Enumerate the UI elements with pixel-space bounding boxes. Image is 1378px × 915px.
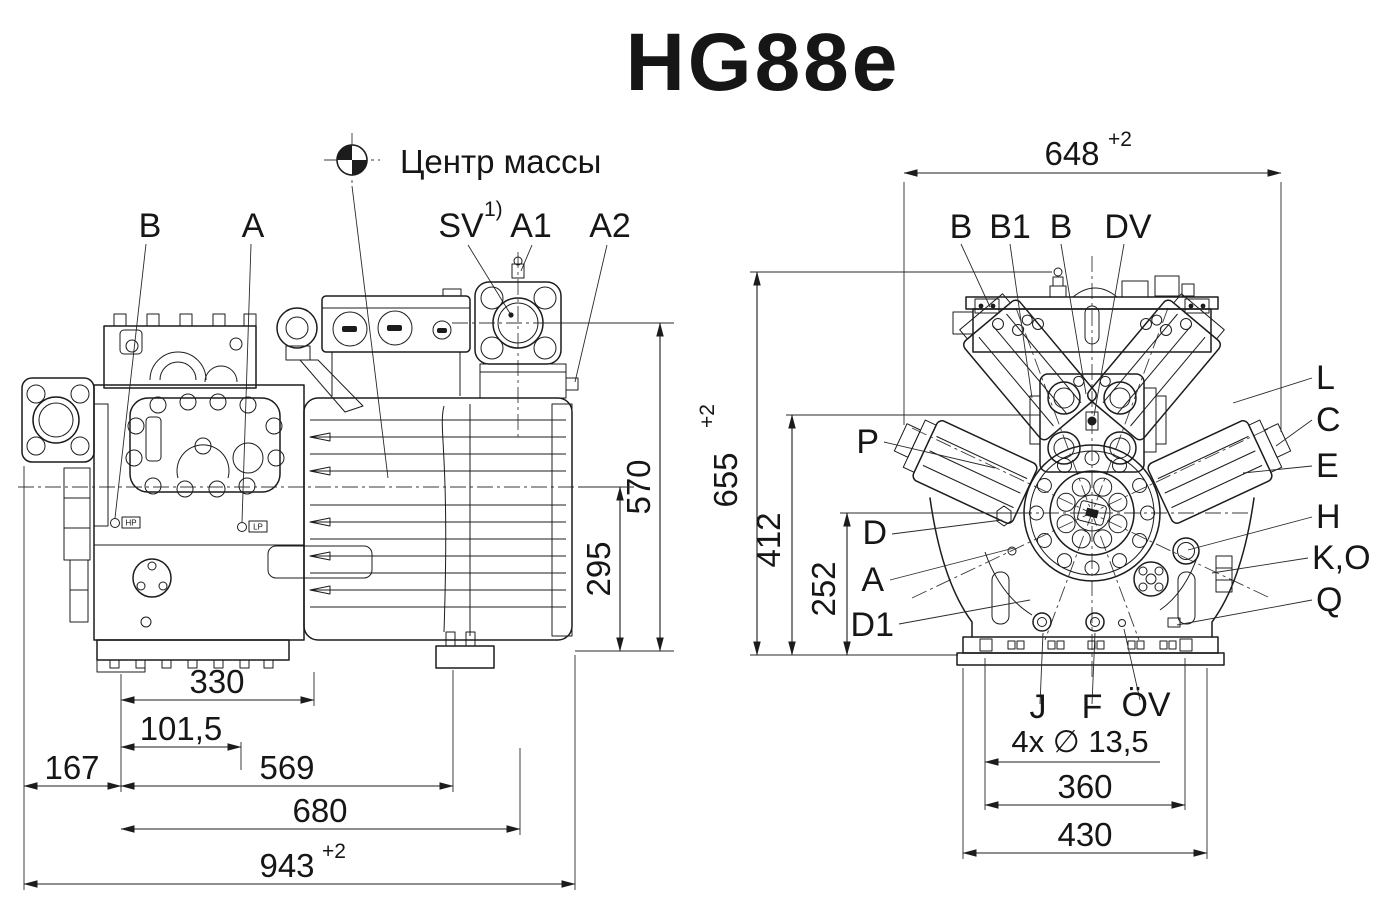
front-view-drawing: [893, 256, 1292, 680]
front-callout-leaders: [883, 243, 1313, 705]
dim-330: 330: [189, 663, 244, 700]
dim-648: 648: [1044, 135, 1099, 172]
motor-fins: [309, 404, 566, 636]
callout-b-front-2: B: [1050, 208, 1073, 246]
callout-b1-front: B1: [989, 208, 1031, 246]
callout-b-side: B: [139, 207, 162, 245]
callout-a-side: A: [242, 207, 265, 245]
drawing-title: HG88e: [626, 17, 901, 108]
callout-k-o: K,O: [1312, 539, 1371, 577]
oil-pump-cover: [132, 558, 172, 598]
callout-q: Q: [1316, 581, 1342, 619]
side-callout-leaders: [114, 243, 608, 523]
callout-l: L: [1316, 359, 1335, 397]
callout-d: D: [862, 514, 887, 552]
side-view-drawing: HP LP: [18, 252, 672, 673]
nameplate: [145, 416, 162, 462]
callout-sv-footnote: 1): [484, 198, 503, 221]
dim-252: 252: [805, 561, 842, 616]
front-view-base: [956, 636, 1225, 666]
callout-a2: A2: [589, 207, 631, 245]
hp-connection-label: HP: [125, 519, 136, 528]
callout-sv: SV: [438, 207, 484, 245]
callout-e: E: [1316, 447, 1339, 485]
right-side-bank: [1147, 419, 1292, 524]
callout-dv: DV: [1104, 208, 1152, 246]
lp-connection-label: LP: [253, 523, 263, 532]
dim-295: 295: [580, 541, 617, 596]
gauge-box: [321, 288, 471, 396]
dim-430: 430: [1057, 816, 1112, 853]
dim-101-5: 101,5: [140, 710, 223, 747]
dim-412: 412: [750, 512, 787, 567]
left-side-bank: [893, 419, 1038, 524]
dim-680: 680: [292, 792, 347, 829]
dim-360: 360: [1057, 768, 1112, 805]
upper-right-bank: [1086, 293, 1225, 441]
callout-p: P: [856, 423, 879, 461]
dim-648-tolerance: +2: [1108, 128, 1132, 151]
sump-plate: [267, 545, 373, 579]
callout-b-front-1: B: [950, 208, 973, 246]
callout-d1: D1: [851, 606, 894, 644]
dim-167: 167: [44, 749, 99, 786]
center-of-mass-symbol: [324, 133, 389, 479]
hole-note: 4x ∅ 13,5: [1011, 724, 1148, 759]
top-housing: [952, 267, 1219, 353]
dim-655: 655: [707, 452, 744, 507]
service-plate-bolts: [125, 393, 285, 498]
front-view-dimensions: 648 +2 655 +2 412 252 4x ∅ 13,5 360 430: [696, 128, 1282, 859]
callout-f: F: [1082, 688, 1103, 726]
side-view-feet: [96, 631, 495, 673]
side-view-dimensions: 570 295 330 101,5 167 569 680 943 +2: [23, 322, 674, 890]
dim-569: 569: [259, 749, 314, 786]
center-of-mass-label: Центр массы: [400, 143, 601, 180]
discharge-valve-block: [1029, 373, 1167, 473]
sv-discharge-flange: [452, 252, 672, 440]
callout-a-front: A: [861, 561, 884, 599]
callout-a1: A1: [510, 207, 552, 245]
lifting-eye: [276, 307, 318, 349]
front-service-points: [996, 505, 1233, 632]
callout-oev: ÖV: [1121, 686, 1170, 724]
dim-943-tolerance: +2: [322, 840, 346, 863]
head-studs: [113, 313, 257, 327]
callout-c: C: [1316, 401, 1341, 439]
callout-j: J: [1030, 688, 1047, 726]
callout-h: H: [1316, 498, 1341, 536]
dim-943: 943: [259, 847, 314, 884]
dim-655-tolerance: +2: [696, 404, 719, 428]
